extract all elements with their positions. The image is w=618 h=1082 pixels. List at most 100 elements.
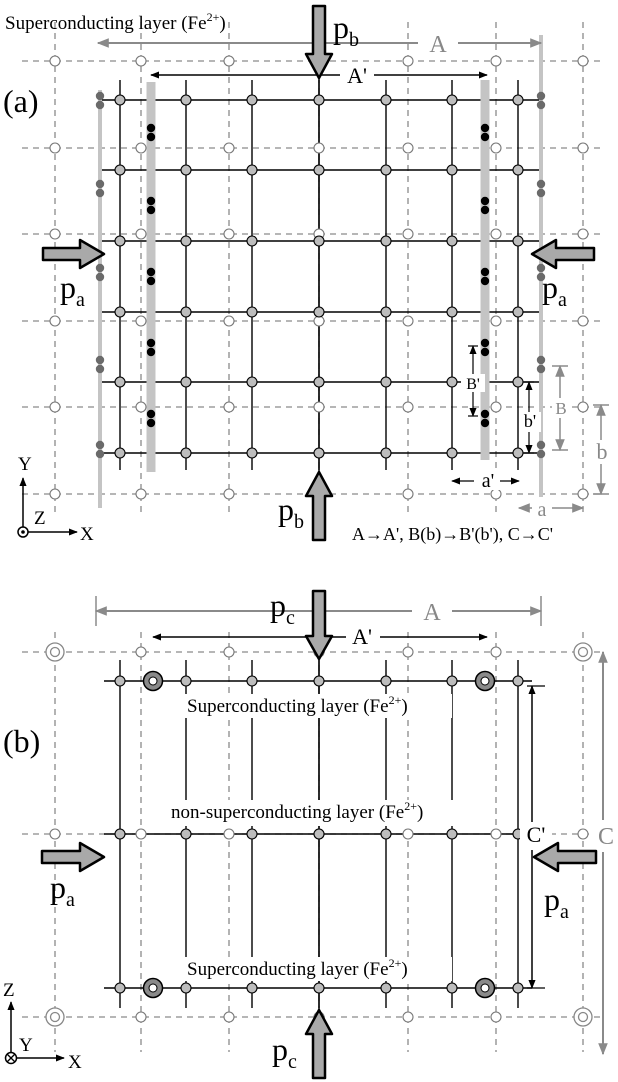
black-atom-pair xyxy=(480,338,490,348)
open-atom xyxy=(223,488,235,500)
open-atom xyxy=(577,828,589,840)
black-atom-pair xyxy=(480,205,490,215)
double-ring-atom xyxy=(49,646,61,658)
dimension-a-prime-label: a' xyxy=(482,470,494,492)
gray-atom-pair xyxy=(95,272,105,282)
black-atom-pair xyxy=(480,196,490,206)
lattice-atom xyxy=(114,376,126,388)
open-atom xyxy=(223,55,235,67)
open-atom xyxy=(223,142,235,154)
gray-atom-pair xyxy=(95,100,105,110)
open-atom xyxy=(135,1011,147,1023)
open-atom xyxy=(135,646,147,658)
open-atom xyxy=(402,55,414,67)
black-atom-pair xyxy=(146,196,156,206)
open-atom xyxy=(577,401,589,413)
lattice-atom xyxy=(246,376,258,388)
p-b-label-top: pb xyxy=(333,9,359,51)
open-atom xyxy=(135,228,147,240)
gray-atom-pair xyxy=(536,100,546,110)
dimension-C-prime-label: C' xyxy=(527,822,546,847)
gray-atom-pair xyxy=(536,440,546,450)
lattice-atom xyxy=(446,447,458,459)
open-atom xyxy=(223,228,235,240)
lattice-atom xyxy=(180,828,192,840)
double-ring-atom xyxy=(577,1011,589,1023)
gray-atom-pair xyxy=(536,272,546,282)
ring-atom xyxy=(480,676,490,686)
atom-pairs-a xyxy=(95,91,546,459)
dimension-b-label: b xyxy=(597,439,608,464)
lattice-atom xyxy=(313,306,325,318)
lattice-atom xyxy=(180,94,192,106)
p-b-label-bottom: pb xyxy=(278,491,304,533)
lattice-atom xyxy=(180,675,192,687)
black-atom-pair xyxy=(480,132,490,142)
lattice-atom xyxy=(180,306,192,318)
open-atom xyxy=(135,142,147,154)
pressure-arrow-left-a xyxy=(41,238,106,270)
panel-a-title: Superconducting layer (Fe2+) xyxy=(5,10,226,34)
lattice-atom xyxy=(313,376,325,388)
lattice-atom xyxy=(380,164,392,176)
open-atom xyxy=(402,828,414,840)
lattice-atom xyxy=(512,982,524,994)
panel-a-label: (a) xyxy=(3,83,39,119)
lattice-atom xyxy=(446,828,458,840)
lattice-atom xyxy=(380,447,392,459)
gray-atom-pair xyxy=(536,179,546,189)
lattice-atom xyxy=(380,828,392,840)
open-atom xyxy=(223,1011,235,1023)
open-atom xyxy=(490,1011,502,1023)
p-a-label-left-b: pa xyxy=(50,869,75,911)
ring-atom xyxy=(480,983,490,993)
black-atom-pair xyxy=(480,418,490,428)
black-atom-pair xyxy=(480,409,490,419)
dimension-b-prime-label: b' xyxy=(524,411,536,431)
lattice-atom xyxy=(114,306,126,318)
open-atom xyxy=(313,142,325,154)
lattice-atom xyxy=(246,447,258,459)
lattice-atom xyxy=(446,164,458,176)
lattice-atom xyxy=(512,376,524,388)
lattice-atom xyxy=(180,982,192,994)
p-a-label-right: pa xyxy=(542,269,567,311)
gray-atom-pair xyxy=(95,188,105,198)
lattice-atom xyxy=(512,675,524,687)
open-atom xyxy=(402,646,414,658)
lattice-atom xyxy=(446,94,458,106)
lattice-atom xyxy=(246,94,258,106)
open-atom xyxy=(402,228,414,240)
lattice-atom xyxy=(180,376,192,388)
open-atom xyxy=(135,828,147,840)
lattice-atom xyxy=(246,982,258,994)
nsc-layer-label: non-superconducting layer (Fe2+) xyxy=(171,799,423,823)
dimension-B-label: B xyxy=(555,399,566,418)
black-atom-pair xyxy=(480,276,490,286)
black-atom-pair xyxy=(146,338,156,348)
panel-a: A A' Superconducting layer (Fe2+) (a) pb… xyxy=(3,4,612,545)
black-atom-pair xyxy=(146,409,156,419)
open-atom xyxy=(490,315,502,327)
open-atom xyxy=(49,488,61,500)
dimension-A-label: A xyxy=(429,32,447,58)
black-atom-pair xyxy=(146,276,156,286)
open-atom xyxy=(577,315,589,327)
open-atom xyxy=(135,315,147,327)
black-atom-pair xyxy=(480,347,490,357)
lattice-atom xyxy=(446,675,458,687)
open-atom xyxy=(402,488,414,500)
open-atom xyxy=(402,401,414,413)
gray-atom-pair xyxy=(95,91,105,101)
pressure-arrow-left-b xyxy=(40,841,106,873)
sc-layer-label-bottom: Superconducting layer (Fe2+) xyxy=(187,956,408,980)
ring-atom xyxy=(148,676,158,686)
open-atom xyxy=(402,315,414,327)
black-atom-pair xyxy=(146,418,156,428)
gray-atom-pair xyxy=(536,263,546,273)
gray-atom-pair xyxy=(95,440,105,450)
dimension-A-prime-label-b: A' xyxy=(352,624,372,649)
lattice-atom xyxy=(246,235,258,247)
open-atom xyxy=(402,142,414,154)
